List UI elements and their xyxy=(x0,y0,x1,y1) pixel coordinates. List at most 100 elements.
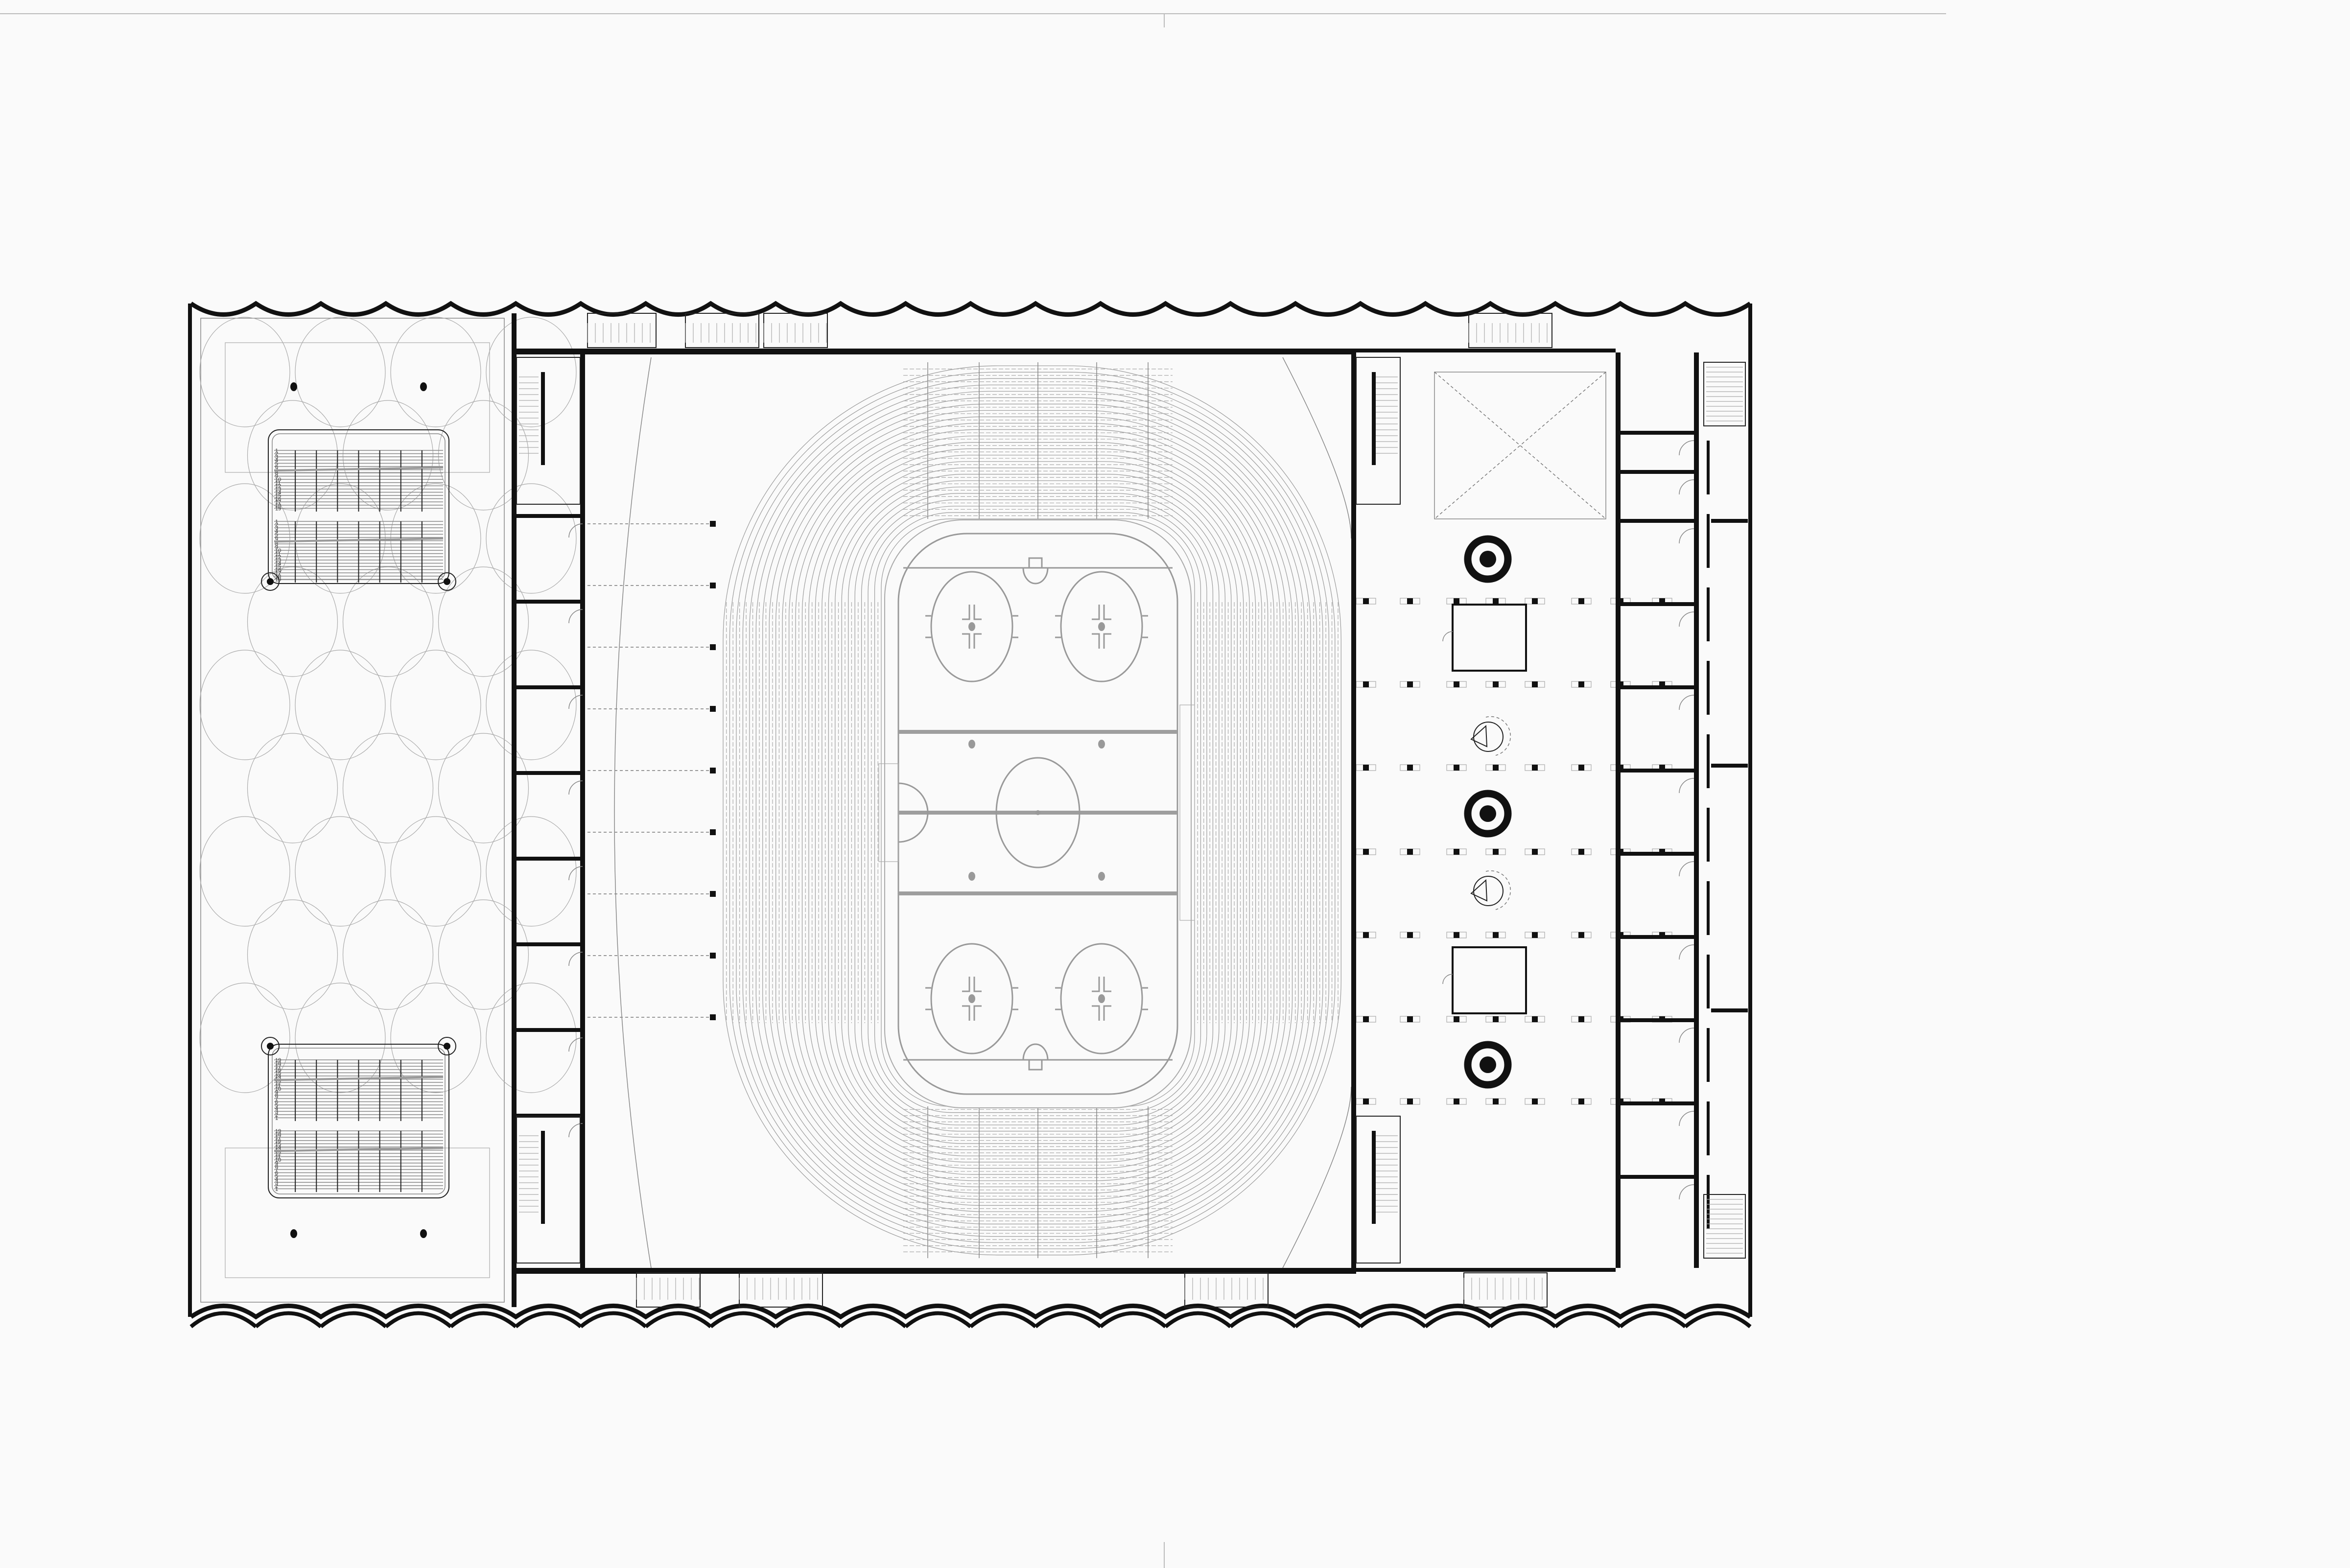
step-number: 8 xyxy=(275,1164,278,1170)
plaza-tree-ring xyxy=(342,400,434,511)
column xyxy=(710,1014,716,1020)
door-swing xyxy=(1679,1028,1694,1043)
step-number: 11 xyxy=(275,480,281,486)
column xyxy=(1407,849,1413,855)
column xyxy=(1407,765,1413,771)
seat-row xyxy=(736,378,1329,1243)
seat-row xyxy=(868,506,1207,1119)
faceoff-circle xyxy=(930,571,1013,682)
column xyxy=(1407,598,1413,604)
arena-east-wall xyxy=(1351,349,1356,1274)
step-number: 10 xyxy=(275,1157,281,1163)
cut-line xyxy=(274,467,444,472)
cut-line xyxy=(274,1147,444,1152)
corridor-wall-segment xyxy=(1707,1028,1710,1082)
ramp-post-icon xyxy=(444,578,450,585)
plaza-tree-ring xyxy=(199,317,290,427)
hash-mark xyxy=(962,605,970,620)
step-number: 5 xyxy=(275,1173,278,1179)
hash-mark xyxy=(962,633,970,649)
column xyxy=(1363,932,1369,938)
column xyxy=(1363,598,1369,604)
facade-arch xyxy=(319,1311,387,1329)
step-number: 1 xyxy=(275,519,278,525)
door-swing xyxy=(1442,974,1453,984)
faceoff-dot xyxy=(1098,622,1105,631)
column xyxy=(1363,1099,1369,1104)
seat-row xyxy=(861,499,1214,1125)
column xyxy=(710,583,716,588)
facade-arch xyxy=(1229,1311,1297,1329)
round-column-target-icon xyxy=(1464,790,1512,838)
step-number: 16 xyxy=(275,496,281,502)
step-number: 17 xyxy=(275,499,281,505)
hash-mark xyxy=(1103,977,1111,992)
room-divider xyxy=(1711,764,1748,768)
step-number: 15 xyxy=(275,564,281,570)
stair-core xyxy=(1703,362,1746,426)
seat-row xyxy=(749,391,1317,1231)
room-divider xyxy=(1616,470,1696,474)
column xyxy=(1363,765,1369,771)
step-number: 4 xyxy=(275,1177,278,1183)
goal-net xyxy=(1028,557,1043,569)
step-number: 8 xyxy=(275,470,278,476)
facade-arch xyxy=(644,1311,712,1329)
column xyxy=(710,644,716,650)
facade-arch xyxy=(255,1311,322,1329)
arena-south-wall xyxy=(512,1268,1351,1274)
column xyxy=(1578,1016,1584,1022)
seat-row xyxy=(742,384,1323,1237)
step-number: 9 xyxy=(275,1090,278,1096)
office-wall xyxy=(1616,352,1621,1268)
stand-frame xyxy=(268,429,449,584)
step-number: 1 xyxy=(275,448,278,454)
step-number: 2 xyxy=(275,1183,278,1189)
sheet-frame xyxy=(0,13,1946,1568)
step-number: 14 xyxy=(275,490,281,496)
column xyxy=(1454,598,1459,604)
door-swing xyxy=(1679,778,1694,794)
plaza-tree-ring xyxy=(247,400,338,511)
corridor-wall xyxy=(1694,352,1699,1268)
facade-arch xyxy=(774,1311,842,1329)
seat-row xyxy=(723,365,1341,1256)
facade-arch xyxy=(384,1311,452,1329)
stair-core xyxy=(1356,1116,1401,1264)
plaza-tree-ring xyxy=(342,733,434,843)
corridor-wall-segment xyxy=(1707,587,1710,641)
ramp-post-icon xyxy=(267,1043,274,1050)
column xyxy=(710,891,716,897)
door-swing xyxy=(1679,440,1694,456)
step-number: 12 xyxy=(275,1080,281,1086)
column xyxy=(1407,932,1413,938)
plaza-tree-ring xyxy=(295,650,386,760)
seat-row xyxy=(769,410,1299,1212)
corridor-wall-segment xyxy=(1707,734,1710,788)
step-number: 2 xyxy=(275,522,278,528)
hash-mark xyxy=(973,633,982,649)
kiosk xyxy=(1452,946,1527,1014)
plaza-field-north xyxy=(225,342,490,473)
step-number: 6 xyxy=(275,1170,278,1176)
seat-row xyxy=(835,474,1238,1150)
spiral-stair-icon xyxy=(1473,722,1504,752)
seat-row xyxy=(788,429,1281,1194)
hash-mark xyxy=(1103,633,1111,649)
service-room-wall xyxy=(517,514,583,518)
stair-wall xyxy=(1372,372,1376,465)
restroom-block xyxy=(636,1272,701,1308)
concourse-edge xyxy=(1282,1086,1352,1268)
door-swing xyxy=(1679,1111,1694,1126)
plaza-tree-ring xyxy=(247,733,338,843)
plaza-tree-ring xyxy=(390,983,481,1093)
door-swing xyxy=(1679,528,1694,544)
column xyxy=(710,829,716,835)
door-swing xyxy=(568,866,583,881)
ramp-post-icon xyxy=(444,1043,450,1050)
column xyxy=(1532,932,1538,938)
step-number: 18 xyxy=(275,503,281,509)
facade-arch xyxy=(1359,1311,1427,1329)
door-swing xyxy=(1679,611,1694,627)
spiral-stair-treads xyxy=(1470,879,1488,902)
